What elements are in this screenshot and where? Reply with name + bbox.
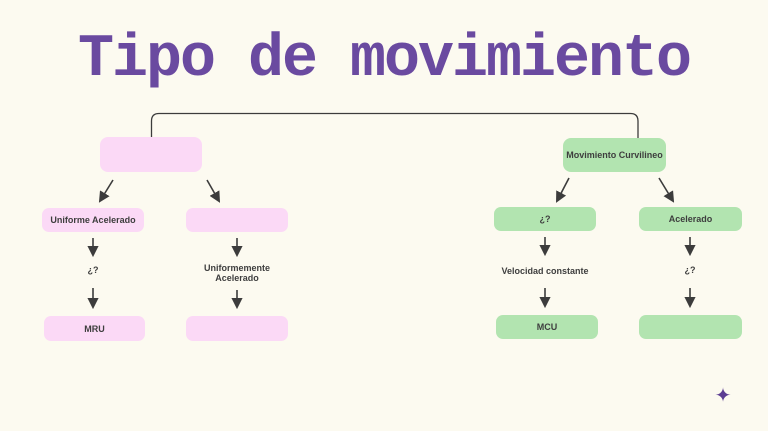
sparkle-icon: ✦ bbox=[714, 383, 732, 407]
condition-label-left-2: Uniformemente Acelerado bbox=[203, 263, 270, 283]
node-label: Movimiento Curvilineo bbox=[566, 150, 663, 160]
page-title: Tipo de movimiento bbox=[77, 26, 692, 94]
condition-label-right-2: ¿? bbox=[684, 265, 696, 275]
node-label: ¿? bbox=[539, 214, 551, 224]
node-uniforme-acelerado: Uniforme Acelerado bbox=[42, 208, 144, 232]
node-label: MRU bbox=[84, 323, 105, 334]
node-mcu: MCU bbox=[496, 315, 598, 339]
node-question-type: ¿? bbox=[494, 207, 596, 231]
node-label: MCU bbox=[536, 322, 558, 332]
node-left-blank-result bbox=[186, 316, 288, 341]
node-movimiento-curvilineo: Movimiento Curvilineo bbox=[563, 138, 666, 172]
node-label: Uniforme Acelerado bbox=[50, 215, 136, 225]
node-left-blank-type bbox=[186, 208, 288, 232]
node-acelerado: Acelerado bbox=[639, 207, 742, 231]
condition-label-right-1: Velocidad constante bbox=[501, 266, 589, 276]
condition-label-left-1: ¿? bbox=[87, 265, 99, 275]
node-label: Acelerado bbox=[668, 214, 713, 224]
node-right-blank-result bbox=[639, 315, 742, 339]
node-movimiento-rectilineo bbox=[100, 137, 202, 172]
node-mru: MRU bbox=[44, 316, 145, 341]
